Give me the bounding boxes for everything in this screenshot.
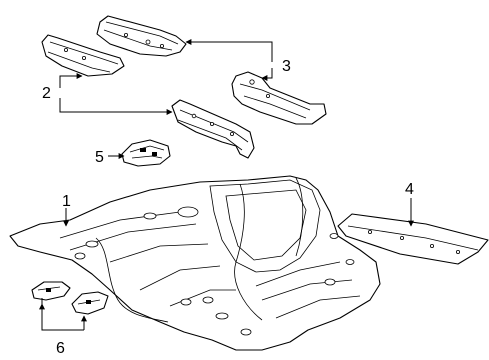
callout-3: 3 bbox=[282, 58, 291, 75]
part-3-right-crossmember bbox=[231, 71, 327, 125]
part-1-floor-pan bbox=[9, 175, 381, 351]
part-2-upper-bracket bbox=[41, 34, 125, 77]
part-3-upper-crossmember bbox=[96, 15, 187, 57]
callout-5: 5 bbox=[95, 149, 104, 166]
leader-lines bbox=[39, 39, 414, 331]
part-6-bracket-right bbox=[71, 291, 109, 315]
callout-1: 1 bbox=[62, 193, 71, 210]
part-5-bracket bbox=[121, 139, 171, 167]
part-2-lower-crossmember bbox=[171, 99, 255, 159]
callout-2: 2 bbox=[42, 85, 51, 102]
callout-4: 4 bbox=[405, 181, 414, 198]
part-6-bracket-left bbox=[31, 281, 71, 301]
callout-6: 6 bbox=[56, 340, 65, 357]
part-4-reinforcement bbox=[337, 213, 489, 265]
